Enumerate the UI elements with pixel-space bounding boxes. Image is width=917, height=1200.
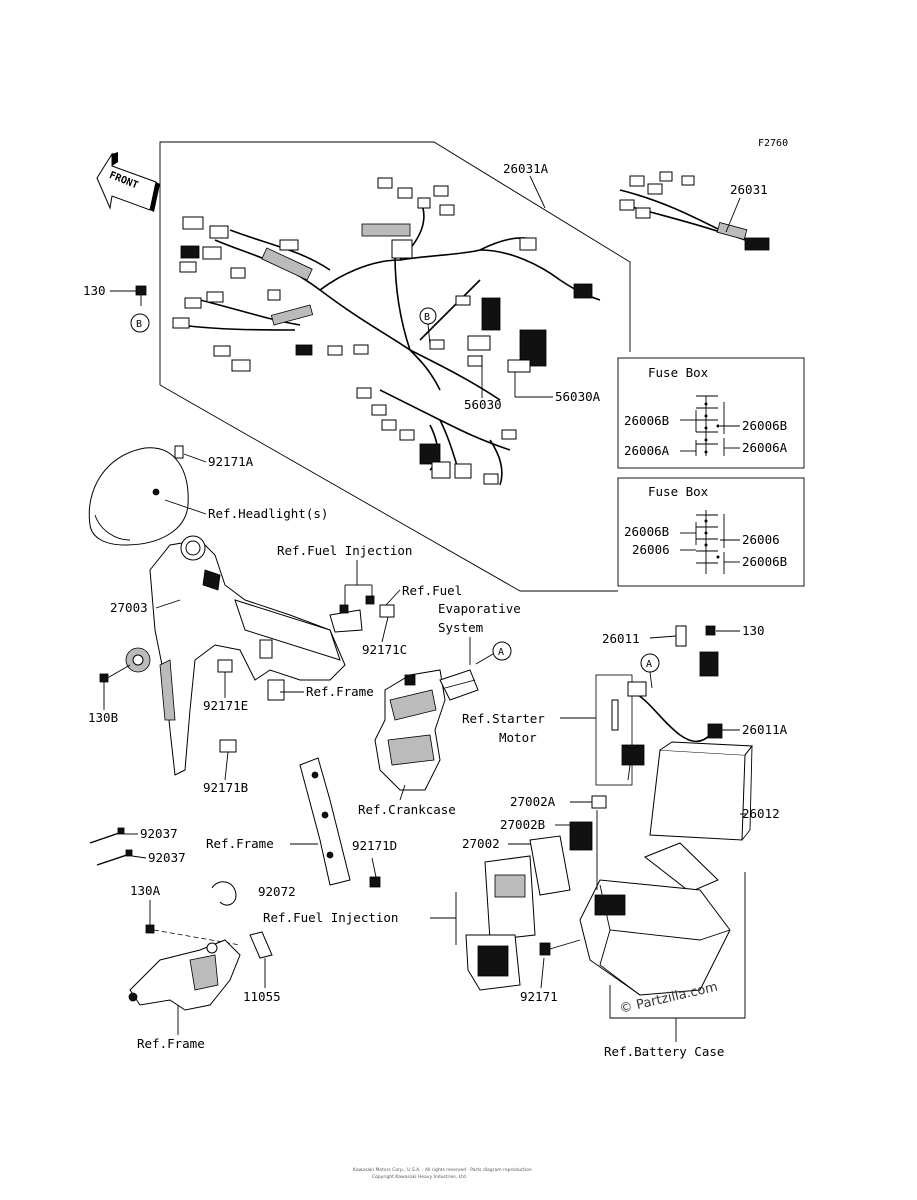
relay-27002A: [591, 795, 607, 809]
label-92171B: 92171B: [203, 780, 248, 795]
label-56030A: 56030A: [555, 389, 601, 404]
fuse-box-1-right-bottom: 26006A: [742, 440, 788, 455]
svg-text:B: B: [424, 312, 430, 323]
label-92037-b: 92037: [148, 850, 186, 865]
callout-b-left: B: [130, 313, 150, 333]
label-27003: 27003: [110, 600, 148, 615]
label-ref-fuel-evap-3: System: [438, 620, 483, 635]
fuse-box-2-right-bottom: 26006B: [742, 554, 787, 569]
label-ref-crankcase: Ref.Crankcase: [358, 802, 456, 817]
fuse-box-2-left-top: 26006B: [624, 524, 669, 539]
label-27002A: 27002A: [510, 794, 556, 809]
label-130B: 130B: [88, 710, 118, 725]
label-92171C: 92171C: [362, 642, 407, 657]
fuse-box-2-title: Fuse Box: [648, 484, 709, 499]
svg-text:A: A: [498, 647, 504, 658]
label-27002B: 27002B: [500, 817, 545, 832]
clamp-92072: [211, 881, 237, 906]
fuse-box-2-left-bottom: 26006: [632, 542, 670, 557]
battery: [649, 741, 753, 841]
label-26031: 26031: [730, 182, 768, 197]
label-27002: 27002: [462, 836, 500, 851]
label-92037-a: 92037: [140, 826, 178, 841]
front-arrow-icon: FRONT: [96, 152, 160, 212]
fuel-injection-bracket-top: [329, 595, 395, 633]
callout-a-right: A: [640, 653, 660, 689]
fuse-box-1-left-bottom: 26006A: [624, 443, 670, 458]
fuse-box-1-right-top: 26006B: [742, 418, 787, 433]
lower-frame-mount: [128, 931, 273, 1011]
label-92171D: 92171D: [352, 838, 397, 853]
headlight-shell: [88, 445, 189, 546]
fuse-box-2-right-top: 26006: [742, 532, 780, 547]
label-26011: 26011: [602, 631, 640, 646]
copyright-line-2: Copyright Kawasaki Heavy Industries, Ltd…: [372, 1174, 467, 1180]
label-ref-frame-lower: Ref.Frame: [206, 836, 274, 851]
label-ref-fuel-evap-2: Evaporative: [438, 601, 521, 616]
label-92171E: 92171E: [203, 698, 248, 713]
label-56030: 56030: [464, 397, 502, 412]
ecu-module-group: [465, 835, 571, 991]
callout-b-harness: B: [419, 307, 437, 346]
battery-case: [539, 842, 731, 996]
label-92171: 92171: [520, 989, 558, 1004]
svg-text:B: B: [136, 319, 142, 330]
harness-group-outline: [159, 141, 631, 592]
label-ref-starter-1: Ref.Starter: [462, 711, 545, 726]
bolt-130-top: [135, 285, 147, 306]
fuse-box-panel-1: Fuse Box 26006B 26006A 26006B 26006A: [617, 357, 805, 469]
label-130-top: 130: [83, 283, 106, 298]
label-130A: 130A: [130, 883, 161, 898]
cable-ties: [89, 827, 133, 866]
label-130-right: 130: [742, 623, 765, 638]
fuse-box-panel-2: Fuse Box 26006B 26006 26006 26006B: [617, 477, 805, 587]
callout-a-mid: A: [475, 641, 512, 665]
fuse-box-1-left-top: 26006B: [624, 413, 669, 428]
label-26011A: 26011A: [742, 722, 788, 737]
label-ref-frame-mid: Ref.Frame: [306, 684, 374, 699]
label-ref-fuel-injection-top: Ref.Fuel Injection: [277, 543, 412, 558]
label-11055: 11055: [243, 989, 281, 1004]
label-26031A: 26031A: [503, 161, 549, 176]
label-ref-battery-case: Ref.Battery Case: [604, 1044, 724, 1059]
label-ref-frame-bottom: Ref.Frame: [137, 1036, 205, 1051]
crankcase-region: [374, 669, 479, 791]
frame-front-section: [125, 535, 346, 776]
label-92072: 92072: [258, 884, 296, 899]
svg-text:A: A: [646, 659, 652, 670]
rear-frame-bracket: [299, 757, 381, 888]
label-26012: 26012: [742, 806, 780, 821]
relay-27002B: [569, 821, 593, 851]
label-ref-fuel-evap-1: Ref.Fuel: [402, 583, 462, 598]
label-ref-headlight: Ref.Headlight(s): [208, 506, 328, 521]
label-ref-fuel-injection-low: Ref.Fuel Injection: [263, 910, 398, 925]
figure-code: F2760: [758, 138, 788, 149]
copyright-line-1: Kawasaki Motors Corp., U.S.A. · All righ…: [353, 1167, 532, 1173]
label-92171A: 92171A: [208, 454, 254, 469]
label-ref-starter-2: Motor: [499, 730, 537, 745]
main-wiring-harness: [172, 177, 601, 486]
sub-wiring-harness: [619, 171, 770, 251]
fuse-box-1-title: Fuse Box: [648, 365, 709, 380]
starter-relay-group: [595, 625, 723, 786]
